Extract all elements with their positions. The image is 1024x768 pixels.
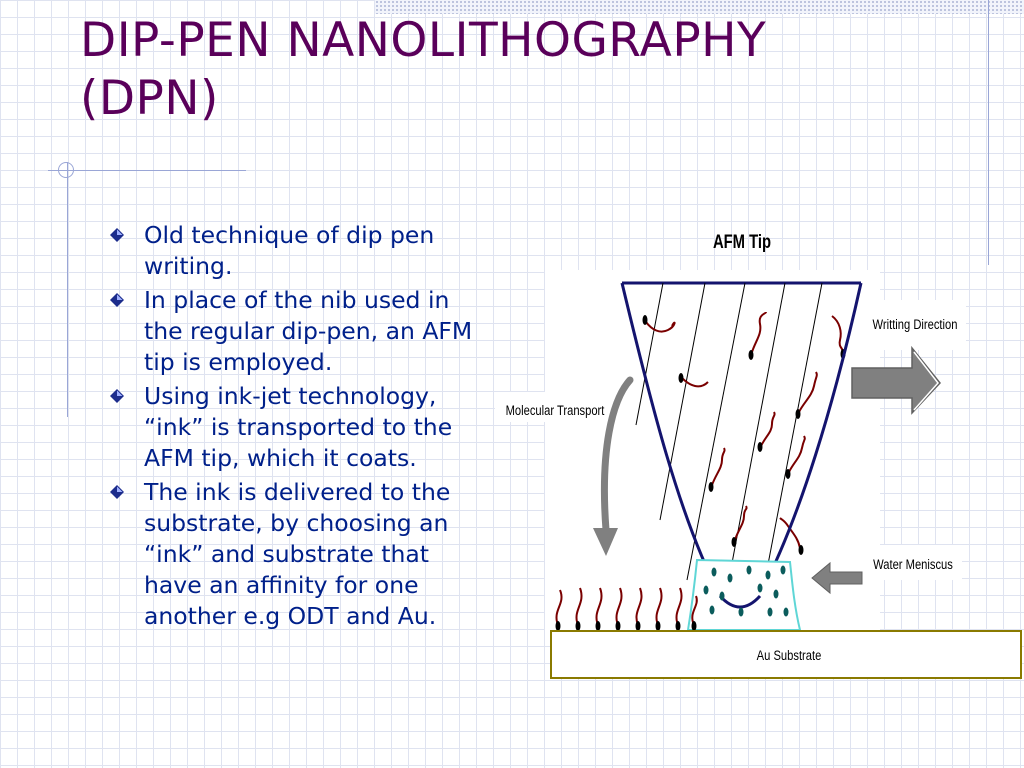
diamond-bullet-icon (110, 228, 124, 242)
title-line-2: (DPN) (80, 71, 219, 126)
decorative-top-strip (375, 0, 1024, 14)
dpn-diagram: AFM Tip (495, 231, 1022, 679)
water-meniscus-arrow-icon (811, 561, 863, 595)
diamond-bullet-icon (110, 293, 124, 307)
bullet-item: In place of the nib used in the regular … (108, 285, 493, 378)
diamond-bullet-icon (110, 389, 124, 403)
label-backing (862, 545, 962, 580)
diamond-bullet-icon (110, 485, 124, 499)
molecular-transport-arrow-icon (593, 376, 634, 556)
molecular-transport-label: Molecular Transport (506, 403, 605, 418)
au-substrate (550, 630, 1022, 679)
bullet-text: Old technique of dip pen writing. (144, 221, 435, 280)
meniscus-molecules (703, 565, 789, 617)
au-substrate-label: Au Substrate (757, 648, 822, 663)
bullet-item: Old technique of dip pen writing. (108, 220, 493, 282)
decorative-vertical-line (988, 0, 989, 265)
slide-title: DIP-PEN NANOLITHOGRAPHY (DPN) (80, 12, 766, 128)
writing-direction-arrow-icon (851, 345, 941, 415)
writing-direction-label: Writting Direction (873, 317, 958, 332)
deposited-molecules (555, 587, 698, 631)
tip-hatching (635, 282, 823, 601)
bullet-text: Using ink-jet technology, “ink” is trans… (144, 382, 453, 472)
bullet-text: The ink is delivered to the substrate, b… (144, 478, 451, 630)
bullet-list: Old technique of dip pen writing. In pla… (108, 220, 493, 635)
title-line-1: DIP-PEN NANOLITHOGRAPHY (80, 13, 767, 68)
label-backing (862, 300, 966, 350)
afm-tip-label: AFM Tip (713, 231, 771, 252)
bullet-text: In place of the nib used in the regular … (144, 286, 473, 376)
water-meniscus-label: Water Meniscus (873, 557, 953, 572)
decorative-vertical-line-left (67, 162, 68, 417)
bullet-item: Using ink-jet technology, “ink” is trans… (108, 381, 493, 474)
decorative-circle (58, 162, 74, 178)
label-backing (495, 392, 615, 422)
bullet-item: The ink is delivered to the substrate, b… (108, 477, 493, 632)
decorative-horizontal-line (48, 170, 246, 171)
